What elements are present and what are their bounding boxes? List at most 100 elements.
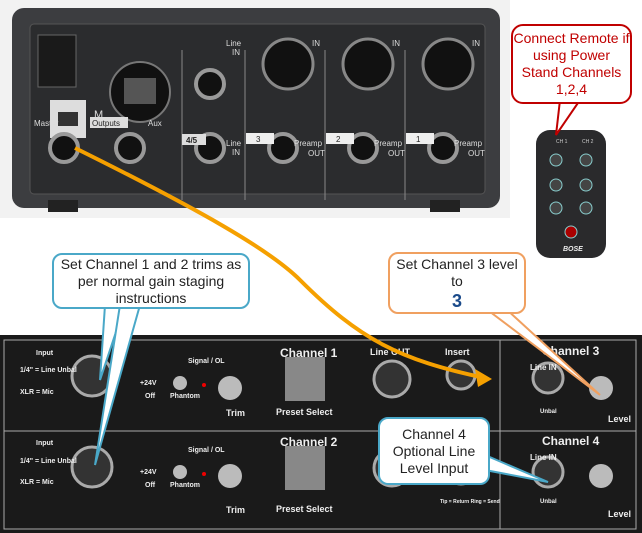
- panel-label: Line: [226, 39, 242, 48]
- panel-label: 4/5: [186, 136, 198, 145]
- panel-label: Channel 2: [280, 435, 338, 449]
- panel-label: Trim: [226, 408, 245, 418]
- panel-shape: [114, 132, 146, 164]
- panel-label: Signal / OL: [188, 358, 225, 365]
- trims-callout: Set Channel 1 and 2 trims as per normal …: [52, 253, 250, 309]
- channel4-callout: Channel 4 Optional Line Level Input: [378, 417, 490, 485]
- bose-remote: CH 1 CH 2 BOSE: [536, 130, 606, 258]
- panel-label: Preamp: [294, 139, 323, 148]
- panel-label: BOSE: [563, 246, 583, 253]
- remote-callout: Connect Remote if using Power Stand Chan…: [511, 24, 632, 104]
- panel-shape: [58, 112, 78, 126]
- panel-label: OUT: [468, 149, 485, 158]
- panel-shape: [406, 133, 434, 144]
- panel-label: Off: [145, 482, 156, 489]
- panel-label: IN: [312, 39, 320, 48]
- panel-label: XLR = Mic: [20, 389, 54, 396]
- panel-shape: [3, 339, 637, 530]
- level-callout: Set Channel 3 level to 3: [388, 252, 526, 314]
- panel-label: +24V: [140, 380, 157, 387]
- panel-shape: [589, 376, 613, 400]
- orange-cable-arrow: [74, 146, 486, 380]
- panel-label: Signal / OL: [188, 447, 225, 454]
- panel-label: CH 1: [556, 139, 568, 145]
- panel-shape: [579, 178, 593, 192]
- panel-shape: [202, 472, 206, 476]
- panel-shape: [347, 132, 379, 164]
- panel-label: Master: [34, 119, 59, 128]
- remote-callout-tail: [555, 99, 582, 136]
- panel-shape: [341, 37, 395, 91]
- panel-shape: [218, 464, 242, 488]
- panel-label: Preset Select: [276, 407, 333, 417]
- panel-shape: [549, 201, 563, 215]
- panel-shape: [173, 465, 187, 479]
- panel-shape: [549, 153, 563, 167]
- panel-shape: [90, 117, 128, 128]
- panel-shape: [124, 78, 156, 104]
- panel-label: Unbal: [540, 409, 557, 415]
- panel-label: IN: [472, 39, 480, 48]
- panel-shape: [173, 376, 187, 390]
- panel-shape: [202, 383, 206, 387]
- panel-label: Off: [145, 393, 156, 400]
- panel-shape: [326, 133, 354, 144]
- level-value: 3: [451, 291, 462, 311]
- panel-label: Line IN: [530, 453, 557, 462]
- panel-label: Channel 4: [542, 434, 600, 448]
- panel-shape: [285, 357, 325, 401]
- panel-shape: [579, 153, 593, 167]
- panel-shape: [549, 153, 593, 239]
- panel-shape: [589, 464, 613, 488]
- panel-label: 1: [416, 135, 421, 144]
- panel-label: Level: [608, 509, 631, 519]
- panel-shape: [194, 68, 226, 100]
- panel-label: Input: [36, 440, 54, 447]
- panel-label: IN: [232, 48, 240, 57]
- panel-label: 1/4" = Line Unbal: [20, 367, 77, 374]
- panel-label: XLR = Mic: [20, 479, 54, 486]
- panel-label: Insert: [445, 347, 470, 357]
- panel-label: OUT: [388, 149, 405, 158]
- panel-label: Aux: [148, 119, 162, 128]
- panel-label: Unbal: [540, 499, 557, 505]
- panel-label: IN: [232, 148, 240, 157]
- panel-shape: Input 1/4" = Line Unbal XLR = Mic Signal…: [20, 344, 631, 519]
- panel-shape: [173, 357, 613, 490]
- panel-shape: [427, 132, 459, 164]
- panel-label: Preamp: [374, 139, 403, 148]
- panel-label: +24V: [140, 469, 157, 476]
- panel-label: Tip = Return Ring = Send: [440, 499, 500, 505]
- mixer-panel: Input 1/4" = Line Unbal XLR = Mic Signal…: [0, 335, 642, 533]
- panel-label: Level: [608, 414, 631, 424]
- panel-shape: [218, 376, 242, 400]
- quarter-inch-jacks: [48, 68, 459, 164]
- panel-label: Input: [36, 350, 54, 357]
- panel-shape: [70, 445, 114, 489]
- panel-shape: [430, 200, 460, 212]
- panel-label: 3: [256, 135, 261, 144]
- panel-shape: [48, 132, 80, 164]
- panel-label: Line OUT: [370, 347, 411, 357]
- arrowhead-icon: [475, 369, 492, 387]
- panel-label: CH 2: [582, 139, 594, 145]
- panel-shape: [421, 37, 475, 91]
- panel-shape: [182, 134, 206, 145]
- panel-label: Preset Select: [276, 504, 333, 514]
- panel-label: Preamp: [454, 139, 483, 148]
- panel-label: IN: [392, 39, 400, 48]
- panel-shape: [261, 37, 315, 91]
- panel-label: Line IN: [530, 363, 557, 372]
- panel-shape: [48, 200, 78, 212]
- panel-label: Outputs: [92, 119, 120, 128]
- panel-label: Trim: [226, 505, 245, 515]
- panel-label: 1/4" = Line Unbal: [20, 458, 77, 465]
- panel-label: M: [94, 109, 103, 121]
- xlr-combo-inputs: [261, 37, 475, 91]
- panel-shape: [579, 201, 593, 215]
- panel-shape: [536, 130, 606, 258]
- power-switch: [37, 34, 77, 88]
